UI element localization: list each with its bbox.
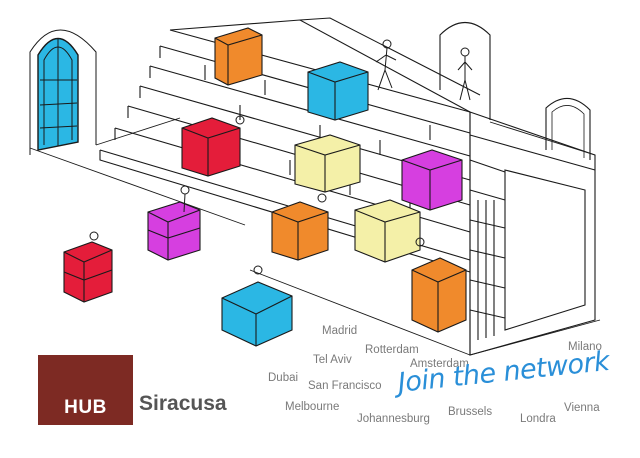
city-label: Tel Aviv xyxy=(313,354,352,366)
colored-cubes xyxy=(181,27,467,333)
city-label: Rotterdam xyxy=(365,344,419,356)
city-label: Milano xyxy=(568,341,602,353)
city-label: Londra xyxy=(520,413,556,425)
city-label: Amsterdam xyxy=(410,358,469,370)
loose-seats xyxy=(63,201,293,347)
sketched-people xyxy=(89,39,473,275)
city-label: Johannesburg xyxy=(357,413,430,425)
city-label: Melbourne xyxy=(285,401,340,413)
bookshelf-cabinet xyxy=(469,111,596,356)
logo-hub-box: HUB xyxy=(38,355,133,425)
city-label: San Francisco xyxy=(308,380,382,392)
arched-window xyxy=(29,29,97,155)
logo-city-name: Siracusa xyxy=(139,392,227,415)
right-doorway xyxy=(439,21,591,160)
city-label: Madrid xyxy=(322,325,358,337)
city-label: Brussels xyxy=(448,406,493,418)
city-label: Dubai xyxy=(268,372,299,384)
logo-hub-text: HUB xyxy=(64,397,107,418)
city-label: Vienna xyxy=(564,402,600,414)
